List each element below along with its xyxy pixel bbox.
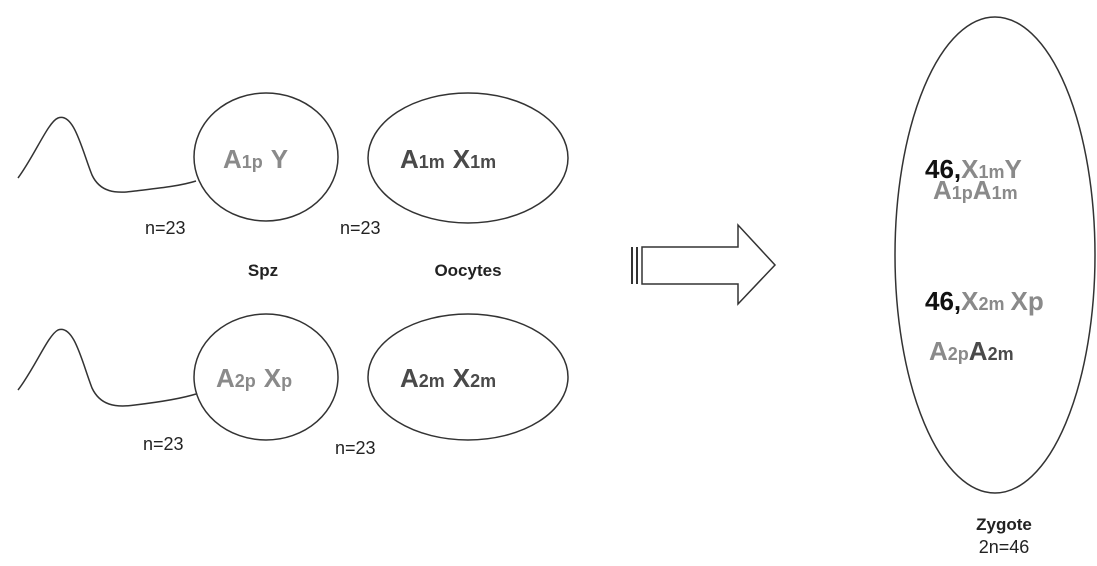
zygote-a-maternal-1: A <box>973 175 992 205</box>
zygote-x-1: X <box>961 154 979 184</box>
zygote-x-1-sub: 1m <box>979 162 1005 182</box>
zygote-a-paternal-1: A <box>933 175 952 205</box>
oocyte-top-x: X <box>453 144 471 174</box>
oocyte-bottom-autosome-sub: 2m <box>419 371 445 391</box>
sperm-top-autosome: A <box>223 144 242 174</box>
oocyte-top-autosome: A <box>400 144 419 174</box>
oocyte-top <box>367 92 569 224</box>
zygote-karyotype-line1: 46,X1mY <box>925 154 1022 184</box>
right-arrow-icon <box>631 223 777 306</box>
zygote-a-paternal-2: A <box>929 336 948 366</box>
zygote-a-maternal-2: A <box>969 336 988 366</box>
oocyte-top-ploidy: n=23 <box>340 218 381 238</box>
zygote-a-maternal-2-sub: 2m <box>988 344 1014 364</box>
zygote-xp-2: Xp <box>1011 286 1044 316</box>
zygote-x-2: X <box>961 286 979 316</box>
sperm-bottom-ploidy: n=23 <box>143 434 184 454</box>
zygote-a-paternal-2-sub: 2p <box>948 344 969 364</box>
zygote-title: Zygote <box>976 515 1032 534</box>
oocyte-top-autosome-sub: 1m <box>419 152 445 172</box>
sperm-top-autosome-sub: 1p <box>242 152 263 172</box>
sperm-top-ploidy: n=23 <box>145 218 186 238</box>
zygote-a-maternal-1-sub: 1m <box>992 183 1018 203</box>
oocyte-bottom-x: X <box>453 363 471 393</box>
spz-label: Spz <box>248 261 278 280</box>
sperm-bottom-x: X <box>264 363 282 393</box>
zygote-karyotype-2: 46, <box>925 286 961 316</box>
sperm-head-bottom <box>193 313 339 441</box>
oocyte-top-x-sub: 1m <box>470 152 496 172</box>
sperm-bottom-autosome-sub: 2p <box>235 371 256 391</box>
sperm-top-genotype: A1p Y <box>223 144 288 174</box>
zygote-karyotype-1: 46, <box>925 154 961 184</box>
zygote-karyotype-line3: 46,X2m Xp <box>925 286 1044 316</box>
sperm-bottom-x-sub: p <box>281 371 292 391</box>
sperm-tail-top <box>17 116 197 193</box>
zygote-cell <box>894 16 1096 494</box>
sperm-bottom-autosome: A <box>216 363 235 393</box>
sperm-top-sex-chromosome: Y <box>271 144 288 174</box>
oocyte-bottom-ploidy: n=23 <box>335 438 376 458</box>
sperm-bottom-genotype: A2p Xp <box>216 363 292 393</box>
oocytes-label: Oocytes <box>434 261 501 280</box>
zygote-y-1: Y <box>1005 154 1022 184</box>
zygote-a-paternal-1-sub: 1p <box>952 183 973 203</box>
zygote-ploidy: 2n=46 <box>979 537 1030 557</box>
zygote-autosomes-line2: A1pA1m <box>933 175 1018 205</box>
oocyte-bottom-x-sub: 2m <box>470 371 496 391</box>
oocyte-bottom-autosome: A <box>400 363 419 393</box>
sperm-head-top <box>193 92 339 222</box>
oocyte-bottom <box>367 313 569 441</box>
sperm-tail-bottom <box>17 328 197 407</box>
zygote-autosomes-line4: A2pA2m <box>929 336 1014 366</box>
zygote-x-2-sub: 2m <box>979 294 1005 314</box>
